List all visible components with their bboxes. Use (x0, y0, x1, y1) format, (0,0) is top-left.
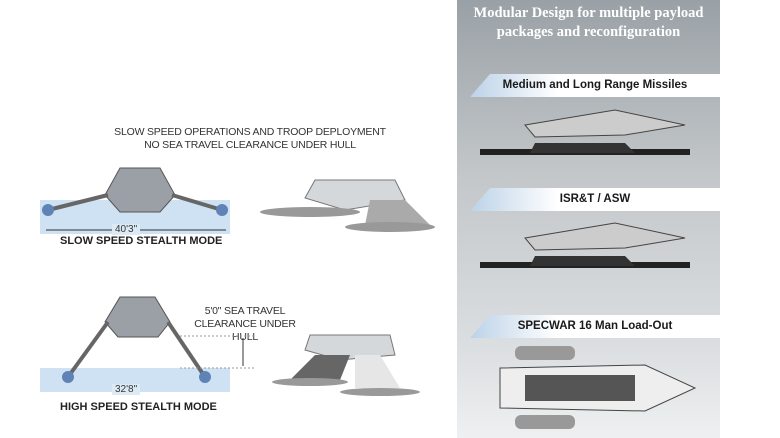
slow-mode-front-view (40, 167, 230, 234)
banner-missiles: Medium and Long Range Missiles (470, 74, 720, 97)
title-line: packages and reconfiguration (496, 24, 681, 40)
high-mode-front-view (40, 296, 255, 392)
banner-isrt-asw: ISR&T / ASW (470, 188, 720, 211)
isrt-config-image (480, 222, 690, 268)
high-mode-iso-view (272, 334, 420, 396)
specwar-config-image (499, 346, 697, 429)
slow-mode-iso-view (260, 179, 435, 232)
high-mode-label: HIGH SPEED STEALTH MODE (60, 401, 217, 413)
slow-speed-caption: SLOW SPEED OPERATIONS AND TROOP DEPLOYME… (100, 126, 400, 152)
modular-design-panel (457, 0, 720, 438)
missiles-config-image (480, 109, 690, 155)
caption-line: SLOW SPEED OPERATIONS AND TROOP DEPLOYME… (114, 126, 386, 138)
slow-mode-label: SLOW SPEED STEALTH MODE (60, 235, 223, 247)
caption-line: CLEARANCE UNDER HULL (194, 318, 296, 343)
slow-width-dimension: 40'3" (112, 224, 141, 235)
panel-title: Modular Design for multiple payload pack… (457, 4, 720, 42)
high-speed-caption: 5'0" SEA TRAVEL CLEARANCE UNDER HULL (180, 305, 310, 344)
caption-line: 5'0" SEA TRAVEL (204, 305, 286, 317)
high-width-dimension: 32'8" (112, 384, 141, 395)
title-line: Modular Design for multiple payload (473, 5, 704, 21)
banner-specwar: SPECWAR 16 Man Load-Out (470, 315, 720, 338)
caption-line: NO SEA TRAVEL CLEARANCE UNDER HULL (144, 139, 356, 151)
